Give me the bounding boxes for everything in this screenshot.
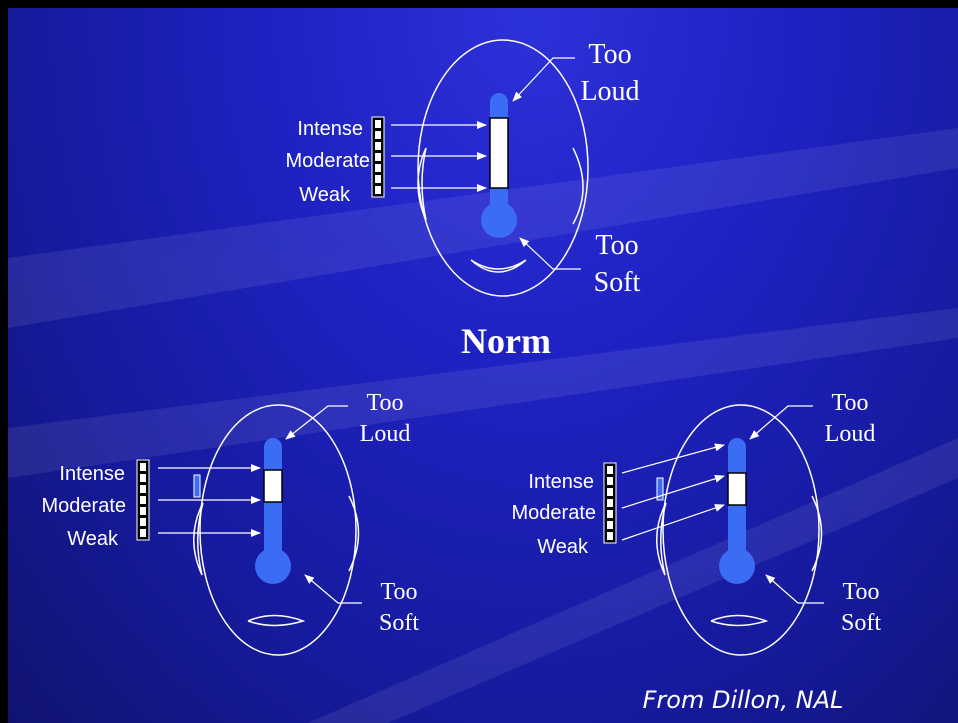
label-moderate: Moderate (512, 502, 597, 524)
hearing-aid-icon (656, 477, 664, 501)
mouth (710, 614, 769, 627)
left-ear (193, 502, 204, 576)
too-loud-label-line1: Too (588, 39, 631, 70)
too-soft-label-line2: Soft (841, 610, 881, 636)
comfort-range (727, 472, 747, 506)
thermometer-bulb (719, 548, 755, 584)
label-intense: Intense (528, 471, 594, 493)
thermometer-bulb (255, 548, 291, 584)
thermometer (255, 438, 291, 584)
arrow-moderate (621, 474, 725, 509)
too-soft-leader (765, 574, 824, 604)
label-weak: Weak (537, 536, 589, 558)
loudness-scale (136, 459, 150, 541)
source-credit: From Dillon, NAL (643, 686, 844, 714)
too-loud-label-line2: Loud (825, 421, 876, 447)
right-ear (572, 147, 584, 225)
mouth (470, 259, 527, 273)
comfort-range (489, 117, 509, 189)
left-diagram: Intense Moderate Weak Too Loud Too Soft (42, 390, 419, 656)
hearing-aid-icon (193, 474, 201, 498)
mouth (247, 614, 306, 627)
thermometer-bulb (481, 202, 517, 238)
too-soft-label-line1: Too (595, 230, 638, 261)
slide: Intense Moderate Weak Too Loud Too Soft … (8, 8, 958, 723)
thermometer (481, 93, 517, 238)
too-soft-label-line2: Soft (594, 267, 641, 298)
arrow-weak (621, 504, 725, 541)
left-ear (656, 502, 667, 576)
comfort-range (263, 469, 283, 503)
label-moderate: Moderate (286, 150, 371, 172)
head-outline (662, 404, 820, 656)
label-intense: Intense (59, 463, 125, 485)
thermometer (719, 438, 755, 584)
right-diagram: Intense Moderate Weak Too Loud Too Soft (512, 390, 881, 656)
head-outline (199, 404, 357, 656)
too-loud-label-line1: Too (367, 390, 404, 416)
too-loud-leader (512, 57, 575, 102)
too-loud-label-line1: Too (832, 390, 869, 416)
too-soft-label-line1: Too (843, 579, 880, 605)
too-soft-label-line1: Too (381, 579, 418, 605)
loudness-scale (371, 116, 385, 198)
arrow-intense (621, 443, 725, 474)
too-soft-label-line2: Soft (379, 610, 419, 636)
too-loud-leader (285, 405, 348, 440)
slide-canvas: Intense Moderate Weak Too Loud Too Soft … (8, 39, 958, 723)
top-diagram: Intense Moderate Weak Too Loud Too Soft (286, 39, 641, 298)
right-ear (348, 495, 360, 572)
left-ear (417, 147, 427, 221)
right-ear (811, 495, 823, 572)
too-soft-leader (519, 237, 581, 270)
head-outline (417, 39, 589, 297)
too-soft-leader (304, 574, 362, 604)
label-intense: Intense (297, 118, 363, 140)
loudness-scale (603, 462, 617, 544)
too-loud-label-line2: Loud (360, 421, 411, 447)
label-weak: Weak (67, 528, 119, 550)
label-moderate: Moderate (42, 495, 127, 517)
label-weak: Weak (299, 184, 351, 206)
too-loud-leader (749, 405, 813, 440)
too-loud-label-line2: Loud (580, 76, 639, 107)
slide-title: Norm (461, 321, 551, 361)
